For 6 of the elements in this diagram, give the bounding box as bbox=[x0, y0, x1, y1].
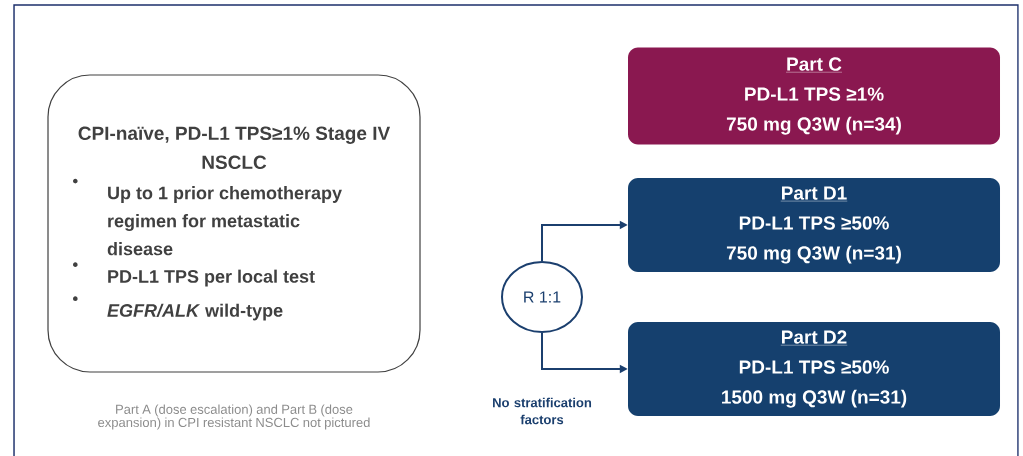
criteria-box: CPI-naïve, PD-L1 TPS≥1% Stage IV NSCLC Up to 1 prior chemotherapy regimen for metastatic disease PD-L1 TPS per local test EGFR/ALK wild-type bbox=[47, 74, 421, 373]
note-text: Part A (dose escalation) and Part B (dose expansion) in CPI resistant NSCLC not pictured bbox=[98, 404, 370, 430]
arm-box: Part D1 PD-L1 TPS ≥50% 750 mg Q3W (n=31) bbox=[628, 178, 1000, 272]
arm-box: Part D2 PD-L1 TPS ≥50% 1500 mg Q3W (n=31) bbox=[628, 322, 1000, 416]
arm-box: Part C PD-L1 TPS ≥1% 750 mg Q3W (n=34) bbox=[628, 47, 1000, 145]
stratification-note: No stratification factors bbox=[493, 397, 592, 425]
